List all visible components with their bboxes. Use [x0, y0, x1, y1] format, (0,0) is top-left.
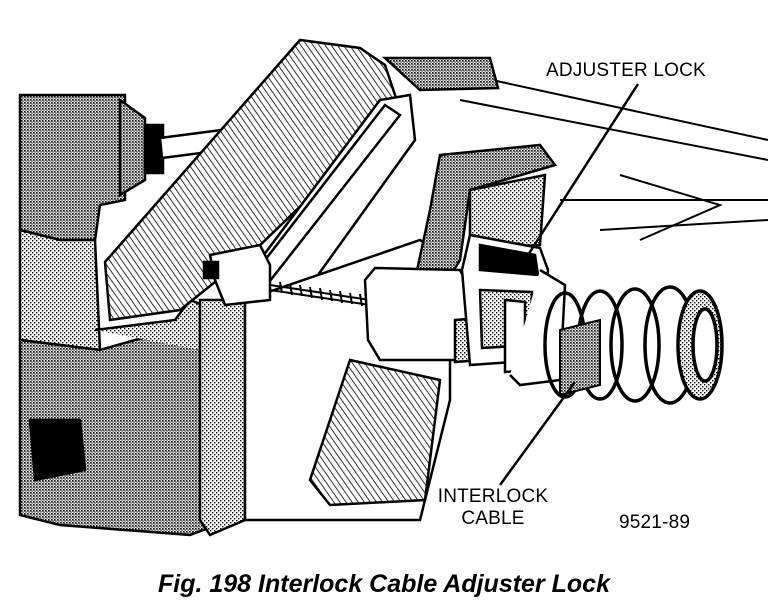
interlock-label-line2: CABLE — [461, 508, 525, 529]
shifter-bracket — [103, 38, 500, 322]
adjuster-lock-label: ADJUSTER LOCK — [546, 60, 706, 81]
adjuster-lock-part — [460, 233, 567, 387]
interlock-cable-illustration — [18, 38, 768, 537]
figure-caption: Fig. 198 Interlock Cable Adjuster Lock — [158, 570, 610, 598]
dash-background-lines — [399, 59, 768, 241]
interlock-label-line1: INTERLOCK — [437, 486, 549, 507]
cable-clip — [202, 243, 272, 307]
figure-number: 9521-89 — [619, 512, 691, 533]
adjuster-spring — [543, 285, 724, 405]
leader-lines — [498, 83, 640, 486]
shift-lever — [413, 143, 558, 302]
interlock-cable — [269, 281, 371, 307]
interlock-cable-label: INTERLOCK CABLE — [437, 486, 549, 530]
